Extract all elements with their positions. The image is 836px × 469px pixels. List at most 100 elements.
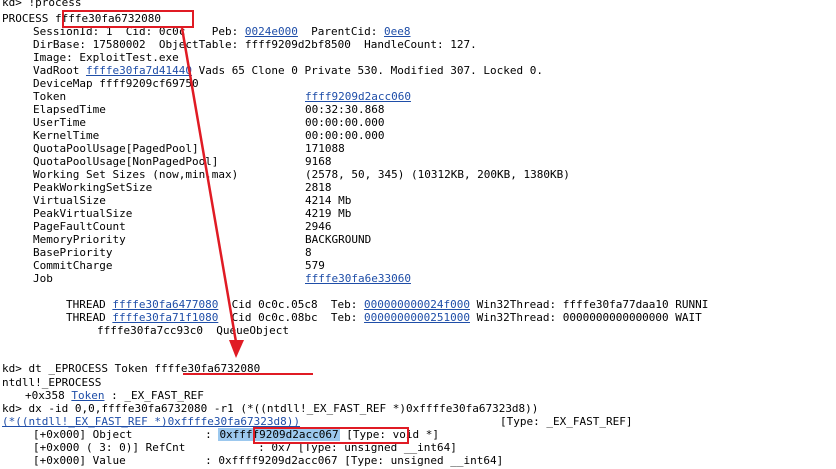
process-address: ffffe30fa6732080 [54,12,161,25]
field-key: BasePriority [33,246,113,259]
queue-object-text: ffffe30fa7cc93c0 QueueObject [97,324,290,337]
field-value: 4214 Mb [305,194,352,207]
thread-state: Win32Thread: ffffe30fa77daa10 RUNNI [470,298,709,311]
field-key: QuotaPoolUsage[PagedPool] [33,142,199,155]
field-key: KernelTime [33,129,100,142]
object-type: [Type: void *] [339,428,439,441]
value-row: [+0x000] Value : 0xffff9209d2acc067 [Typ… [33,454,503,467]
devicemap-line: DeviceMap ffff9209cf69750 [33,77,199,90]
job-line: Job ffffe30fa6e33060 [33,272,411,285]
process-field-row: QuotaPoolUsage[NonPagedPool] 9168 [33,155,332,168]
process-field-row: VirtualSize 4214 Mb [33,194,351,207]
thread-address-link[interactable]: ffffe30fa71f1080 [112,311,219,324]
command-line-dt: kd> dt _EPROCESS Token ffffe30fa6732080 [2,362,260,375]
field-value: 00:00:00.000 [305,116,385,129]
thread-cid: Cid 0c0c.05c8 Teb: [218,298,365,311]
eprocess-address: ffffe30fa6732080 [154,362,261,375]
object-value[interactable]: 0xffff9209d2acc067 [218,428,340,441]
token-link[interactable]: ffff9209d2acc060 [305,90,411,103]
vadroot-link[interactable]: ffffe30fa7d41440 [85,64,192,77]
field-value: 2818 [305,181,332,194]
process-field-row: QuotaPoolUsage[PagedPool] 171088 [33,142,345,155]
dx-header-line: (*((ntdll!_EX_FAST_REF *)0xffffe30fa6732… [2,415,832,428]
thread-label: THREAD [66,298,113,311]
field-value: 171088 [305,142,345,155]
field-key: QuotaPoolUsage[NonPagedPool] [33,155,219,168]
field-value: 9168 [305,155,332,168]
thread-state: Win32Thread: 0000000000000000 WAIT [470,311,702,324]
process-header-line: PROCESS ffffe30fa6732080 [2,12,161,25]
value-text: [+0x000] Value : 0xffff9209d2acc067 [Typ… [33,454,504,467]
dt-address-underline [183,373,313,375]
eprocess-line: ntdll!_EPROCESS [2,376,101,389]
job-key: Job [33,272,53,285]
vadroot-label: VadRoot [33,64,86,77]
devicemap-text: DeviceMap ffff9209cf69750 [33,77,199,90]
field-key: Working Set Sizes (now,min,max) [33,168,239,181]
token-offset-line: +0x358 Token : _EX_FAST_REF [25,389,204,402]
job-link[interactable]: ffffe30fa6e33060 [305,272,411,285]
field-key: UserTime [33,116,86,129]
token-member-link[interactable]: Token [71,389,105,402]
thread-address-link[interactable]: ffffe30fa6477080 [112,298,219,311]
token-offset: +0x358 [25,389,72,402]
peb-link[interactable]: 0024e000 [244,25,298,38]
field-value: 579 [305,259,325,272]
field-key: ElapsedTime [33,103,106,116]
process-field-row: KernelTime 00:00:00.000 [33,129,384,142]
queue-object-line: ffffe30fa7cc93c0 QueueObject [97,324,289,337]
field-key: PageFaultCount [33,220,126,233]
process-label: PROCESS [2,12,55,25]
teb-link[interactable]: 000000000024f000 [364,298,470,311]
thread-line: THREAD ffffe30fa6477080 Cid 0c0c.05c8 Te… [66,298,708,311]
field-key: VirtualSize [33,194,106,207]
field-value: 00:32:30.868 [305,103,385,116]
object-key: [+0x000] Object : [33,428,219,441]
thread-cid: Cid 0c0c.08bc Teb: [218,311,365,324]
command-text: kd> !process [2,0,82,9]
token-type: : _EX_FAST_REF [104,389,204,402]
thread-line: THREAD ffffe30fa71f1080 Cid 0c0c.08bc Te… [66,311,702,324]
field-value: (2578, 50, 345) (10312KB, 200KB, 1380KB) [305,168,570,181]
object-row: [+0x000] Object : 0xffff9209d2acc067 [Ty… [33,428,439,441]
field-key: CommitCharge [33,259,113,272]
thread-label: THREAD [66,311,113,324]
command-text: kd> dt _EPROCESS Token [2,362,155,375]
image-line: Image: ExploitTest.exe [33,51,179,64]
process-field-row: Working Set Sizes (now,min,max) (2578, 50… [33,168,570,181]
dirbase-text: DirBase: 17580002 ObjectTable: ffff9209d… [33,38,477,51]
field-key: PeakWorkingSetSize [33,181,153,194]
image-text: Image: ExploitTest.exe [33,51,179,64]
process-field-row: CommitCharge 579 [33,259,325,272]
process-field-row: UserTime 00:00:00.000 [33,116,384,129]
command-line-process: kd> !process [2,0,81,9]
field-value: 4219 Mb [305,207,352,220]
vadroot-text: Vads 65 Clone 0 Private 530. Modified 30… [191,64,543,77]
command-text: kd> dx -id 0,0,ffffe30fa6732080 -r1 (*((… [2,402,539,415]
dx-type: [Type: _EX_FAST_REF] [500,415,633,428]
teb-link[interactable]: 0000000000251000 [364,311,470,324]
process-address-highlight [62,10,194,28]
refcnt-row: [+0x000 ( 3: 0)] RefCnt : 0x7 [Type: uns… [33,441,457,454]
field-value: 8 [305,246,312,259]
field-value: BACKGROUND [305,233,372,246]
process-field-row: PageFaultCount 2946 [33,220,332,233]
parentcid-label: ParentCid: [297,25,384,38]
command-line-dx: kd> dx -id 0,0,ffffe30fa6732080 -r1 (*((… [2,402,538,415]
object-value-highlight [253,427,409,444]
field-value: 2946 [305,220,332,233]
field-value: 00:00:00.000 [305,129,385,142]
vadroot-line: VadRoot ffffe30fa7d41440 Vads 65 Clone 0… [33,64,543,77]
process-field-row: PeakWorkingSetSize 2818 [33,181,332,194]
refcnt-text: [+0x000 ( 3: 0)] RefCnt : 0x7 [Type: uns… [33,441,457,454]
process-field-row: BasePriority 8 [33,246,312,259]
parentcid-link[interactable]: 0ee8 [384,25,411,38]
eprocess-type: ntdll!_EPROCESS [2,376,102,389]
process-field-row: ElapsedTime 00:32:30.868 [33,103,384,116]
dx-expression-link[interactable]: (*((ntdll!_EX_FAST_REF *)0xffffe30fa6732… [2,415,301,428]
dirbase-line: DirBase: 17580002 ObjectTable: ffff9209d… [33,38,477,51]
